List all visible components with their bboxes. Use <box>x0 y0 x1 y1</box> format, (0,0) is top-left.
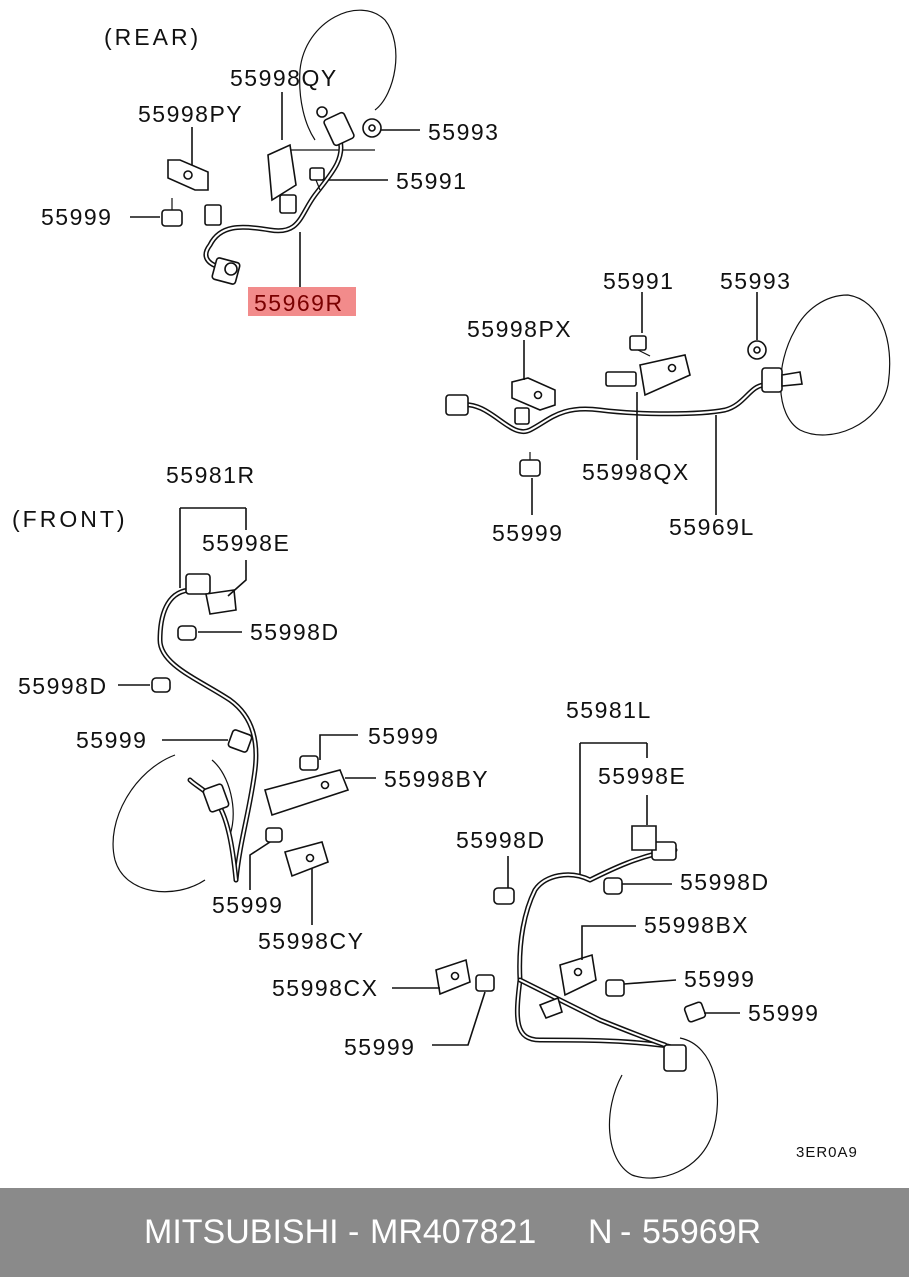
label-fl-e: 55998E <box>598 763 686 789</box>
bracket-55998cx <box>435 958 471 996</box>
label-fr-99c: 55999 <box>212 892 283 918</box>
leader-fl-bx <box>581 925 636 960</box>
label-fl-bx: 55998BX <box>644 912 749 938</box>
label-fr-d2: 55998D <box>18 673 108 699</box>
label-l-px: 55998PX <box>467 316 572 342</box>
label-fl-main: 55981L <box>566 697 652 723</box>
label-fl-99a: 55999 <box>684 966 755 992</box>
rear-left-wheel-outline <box>779 294 891 436</box>
bolt-55999-right-c <box>265 827 283 843</box>
highlight-box <box>248 287 356 316</box>
bolt-55999-left-c <box>683 1001 707 1023</box>
front-left-connector <box>651 841 677 861</box>
footer-brand: MITSUBISHI <box>144 1213 339 1251</box>
leader-fl-99a <box>623 979 677 985</box>
clamp-55998d-left-2 <box>603 877 623 895</box>
leader-fr-main <box>179 507 247 588</box>
bolt-55999-left-a <box>605 979 625 997</box>
label-r-main: 55969R <box>254 290 344 316</box>
harness-55981l <box>514 847 687 1058</box>
footer-separator-2: - <box>620 1213 632 1251</box>
bolt-55991-rear <box>309 167 325 191</box>
nut-55993-left <box>747 340 767 360</box>
label-fr-cy: 55998CY <box>258 928 364 954</box>
label-fr-99b: 55999 <box>368 723 439 749</box>
label-r-91: 55991 <box>396 168 467 194</box>
bracket-55998qy <box>267 143 297 214</box>
leader-fr-99c <box>249 841 271 890</box>
leader-fr-99b <box>319 734 358 760</box>
bracket-55998bx <box>538 953 597 1020</box>
label-l-91: 55991 <box>603 268 674 294</box>
leader-fr-e <box>227 560 247 597</box>
parts-diagram: (REAR) <box>12 9 891 1179</box>
footer-separator-1: - <box>348 1213 360 1251</box>
label-fr-99a: 55999 <box>76 727 147 753</box>
front-right-wheel-outline <box>112 754 234 893</box>
front-left-sensor <box>663 1044 687 1072</box>
bolt-55999-right-a <box>227 729 253 753</box>
bolt-55999-left <box>519 452 541 477</box>
front-right-connector <box>185 573 211 595</box>
rear-left-sensor <box>761 367 803 393</box>
bracket-55998qx <box>605 354 691 397</box>
bracket-55998py <box>167 159 222 226</box>
label-fl-99b: 55999 <box>344 1034 415 1060</box>
bracket-55998cy <box>284 841 329 878</box>
bolt-55991-left <box>629 335 651 357</box>
leader-fl-99b <box>432 991 486 1046</box>
label-l-main: 55969L <box>669 514 755 540</box>
label-l-99: 55999 <box>492 520 563 546</box>
rear-connector <box>211 257 241 285</box>
footer-part-number: MR407821 <box>370 1213 537 1251</box>
label-fl-d1: 55998D <box>456 827 546 853</box>
bracket-55998px <box>511 377 556 425</box>
label-r-qy: 55998QY <box>230 65 338 91</box>
rear-sensor <box>316 106 355 147</box>
harness-55969r <box>203 137 344 271</box>
label-l-93: 55993 <box>720 268 791 294</box>
nut-55993-rear <box>362 118 382 138</box>
label-fr-d1: 55998D <box>250 619 340 645</box>
bracket-55998by <box>264 769 350 817</box>
bolt-55999-rear <box>161 198 183 227</box>
footer-ref: 55969R <box>642 1213 762 1251</box>
harness-55969l <box>457 382 768 435</box>
clamp-55998d-right-2 <box>151 677 171 693</box>
footer-caption: MITSUBISHI - MR407821 N - 55969R <box>0 1188 909 1277</box>
label-fr-e: 55998E <box>202 530 290 556</box>
label-r-py: 55998PY <box>138 101 243 127</box>
rear-wheel-outline <box>299 9 397 141</box>
rear-left-connector <box>445 394 469 416</box>
section-title-rear: (REAR) <box>104 24 201 50</box>
bolt-55999-right-b <box>299 755 319 771</box>
clamp-55998d-right-1 <box>177 625 197 641</box>
leader-fl-main <box>579 742 648 875</box>
front-left-wheel-outline <box>608 1037 719 1179</box>
label-r-93: 55993 <box>428 119 499 145</box>
footer-bar: MITSUBISHI - MR407821 N - 55969R <box>0 1188 909 1277</box>
label-fl-d2: 55998D <box>680 869 770 895</box>
diagram-code: 3ER0A9 <box>796 1144 858 1161</box>
label-l-qx: 55998QX <box>582 459 690 485</box>
footer-prefix: N <box>588 1213 613 1251</box>
label-fl-cx: 55998CX <box>272 975 378 1001</box>
label-fr-by: 55998BY <box>384 766 489 792</box>
front-right-sensor <box>202 783 230 813</box>
label-r-99: 55999 <box>41 204 112 230</box>
section-title-front: (FRONT) <box>12 506 128 532</box>
clip-55998e-left <box>631 825 657 851</box>
label-fl-99c: 55999 <box>748 1000 819 1026</box>
bolt-55999-left-b <box>475 974 495 992</box>
clamp-55998d-left-1 <box>493 887 515 905</box>
label-fr-main: 55981R <box>166 462 256 488</box>
